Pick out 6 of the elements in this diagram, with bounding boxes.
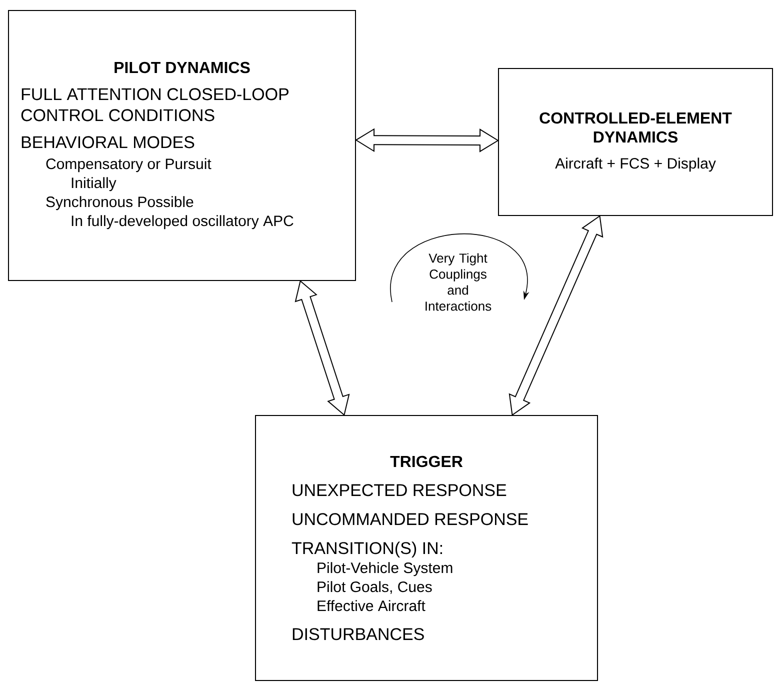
double-arrow: [508, 215, 604, 416]
double-arrow: [294, 280, 350, 416]
trigger-box: TRIGGER UNEXPECTED RESPONSE UNCOMMANDED RESPONSE TRANSITION(S) IN: Pilot-Vehicle System Pilot Goals, Cues Effective Aircraft DISTURBANCES: [255, 414, 598, 681]
pilot-dynamics-box: PILOT DYNAMICS FULL ATTENTION CLOSED-LOOP CONTROL CONDITIONS BEHAVIORAL MODES Compensatory or Pursuit Initially Synchronous Possible In fully-developed oscillatory APC: [8, 10, 356, 281]
note-text: Very Tight Couplings and Interactions: [426, 253, 492, 311]
controlled-element-box: CONTROLLED-ELEMENT DYNAMICS Aircraft + FCS + Display: [498, 68, 773, 216]
